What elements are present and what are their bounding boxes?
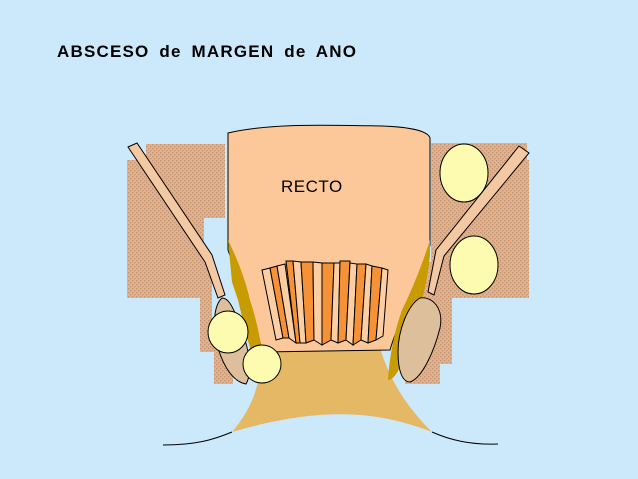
rectum-label: RECTO	[281, 177, 343, 196]
skin-line-right	[431, 431, 499, 445]
abscess-ischiorectal-right	[449, 235, 499, 295]
anal-column	[312, 261, 323, 346]
levator-ani-right	[427, 145, 530, 296]
skin-line-left	[162, 431, 233, 446]
anal-canal	[232, 348, 432, 432]
anal-columns	[261, 260, 389, 346]
muscle-block-left	[127, 144, 233, 384]
slide-title: ABSCESO de MARGEN de ANO	[57, 42, 358, 61]
levator-ani-left	[127, 142, 226, 299]
external-sphincter-right	[397, 297, 442, 383]
abscess-supralevator-right	[439, 143, 489, 203]
abscess-perianal-left-upper	[207, 310, 249, 354]
abscess-perianal-left-lower	[242, 344, 282, 384]
abscesses	[207, 143, 499, 384]
anal-column	[375, 267, 389, 341]
